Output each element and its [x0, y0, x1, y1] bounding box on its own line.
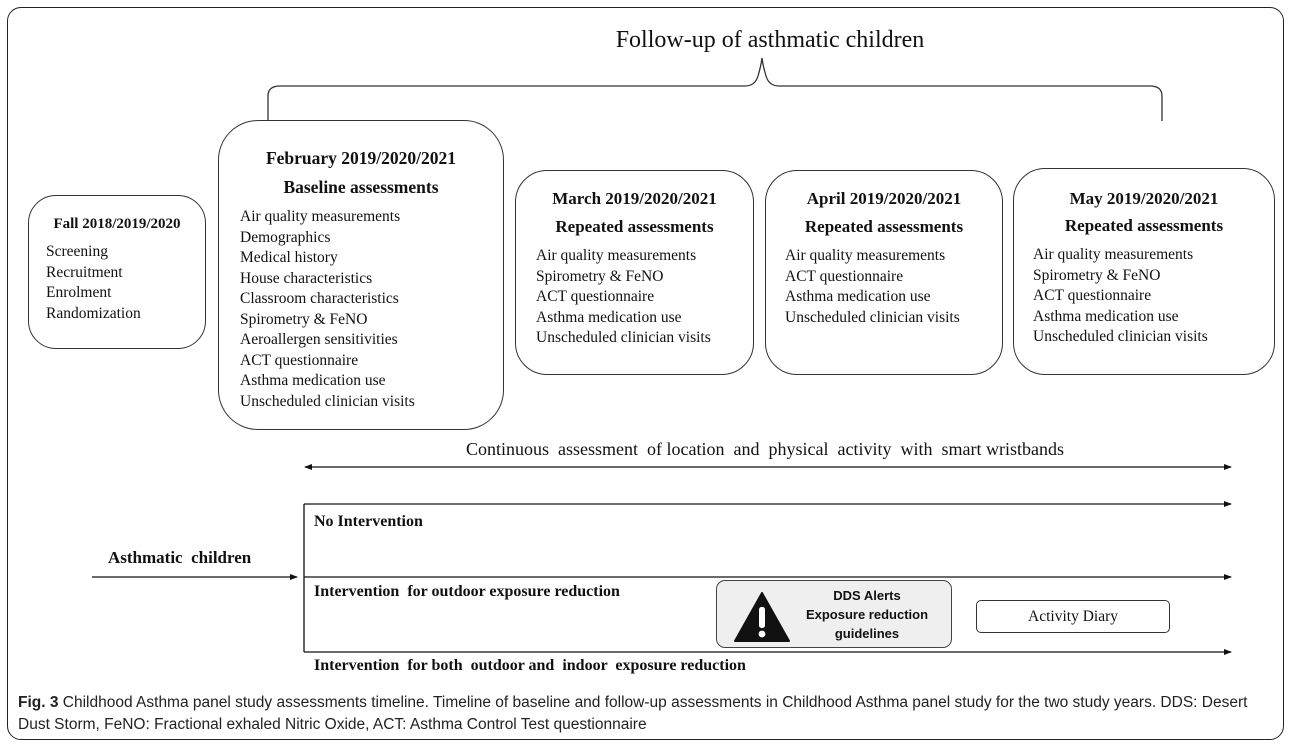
phase-fall-title: Fall 2018/2019/2020	[53, 216, 181, 232]
phase-march-title: March 2019/2020/2021	[552, 189, 717, 208]
phase-item: Spirometry & FeNO	[536, 267, 664, 285]
phase-february-title: February 2019/2020/2021	[265, 148, 457, 168]
phase-item: House characteristics	[240, 269, 373, 287]
phase-item: Air quality measurements	[1033, 246, 1194, 263]
population-label: Asthmatic children	[108, 548, 252, 567]
phase-item: Enrolment	[46, 284, 112, 301]
phase-item: Aeroallergen sensitivities	[240, 331, 398, 348]
dds-alerts-label: DDS Alerts	[833, 588, 901, 603]
phase-may: May 2019/2020/2021 Repeated assessments …	[1013, 168, 1275, 375]
phase-item: Spirometry & FeNO	[240, 310, 368, 328]
phase-item: Classroom characteristics	[240, 290, 399, 307]
phase-item: ACT questionnaire	[785, 267, 904, 285]
phase-item: Recruitment	[46, 263, 123, 281]
phase-item: ACT questionnaire	[240, 351, 359, 369]
continuous-label: Continuous assessment of location and ph…	[466, 439, 1064, 459]
phase-february: February 2019/2020/2021 Baseline assessm…	[218, 120, 504, 430]
phase-item: Asthma medication use	[240, 372, 386, 389]
caption-text: Childhood Asthma panel study assessments…	[18, 694, 1248, 733]
phase-item: Unscheduled clinician visits	[785, 308, 960, 326]
figure-caption: Fig. 3 Childhood Asthma panel study asse…	[18, 692, 1280, 736]
phase-march-subtitle: Repeated assessments	[555, 217, 714, 236]
phase-item: Air quality measurements	[536, 247, 697, 264]
phase-item: Medical history	[240, 249, 338, 266]
follow-up-header: Follow-up of asthmatic children	[615, 27, 925, 53]
phase-item: Unscheduled clinician visits	[240, 392, 415, 410]
dds-alert-box: DDS Alerts Exposure reduction guidelines	[716, 580, 952, 648]
phase-item: Randomization	[46, 304, 141, 322]
phase-april-subtitle: Repeated assessments	[804, 217, 964, 236]
phase-item: Air quality measurements	[240, 208, 401, 225]
phase-april-title: April 2019/2020/2021	[806, 189, 962, 208]
phase-item: Asthma medication use	[1033, 307, 1179, 325]
arm-both: Intervention for both outdoor and indoor…	[314, 657, 746, 674]
phase-may-title: May 2019/2020/2021	[1069, 189, 1219, 208]
phase-item: Unscheduled clinician visits	[536, 329, 711, 346]
phase-item: Spirometry & FeNO	[1033, 266, 1161, 284]
phase-march: March 2019/2020/2021 Repeated assessment…	[515, 170, 754, 375]
phase-item: Unscheduled clinician visits	[1033, 328, 1208, 345]
activity-diary-label: Activity Diary	[1028, 608, 1118, 625]
dds-guidelines-label-2: guidelines	[834, 626, 900, 641]
phase-item: Demographics	[240, 228, 331, 246]
phase-item: Asthma medication use	[785, 288, 931, 305]
caption-label: Fig. 3	[18, 694, 59, 711]
dds-guidelines-label-1: Exposure reduction	[805, 607, 929, 622]
arm-no-intervention: No Intervention	[314, 513, 423, 530]
arm-outdoor: Intervention for outdoor exposure reduct…	[314, 583, 620, 600]
phase-february-subtitle: Baseline assessments	[283, 177, 439, 197]
phase-item: Air quality measurements	[785, 247, 946, 264]
activity-diary-box: Activity Diary	[976, 600, 1170, 633]
follow-up-brace	[267, 57, 1163, 121]
phase-april: April 2019/2020/2021 Repeated assessment…	[765, 170, 1003, 375]
phase-item: Asthma medication use	[536, 308, 682, 326]
phase-item: Screening	[46, 243, 108, 260]
phase-item: ACT questionnaire	[1033, 287, 1152, 304]
warning-icon	[734, 592, 790, 642]
phase-fall: Fall 2018/2019/2020 Screening Recruitmen…	[28, 195, 206, 349]
phase-item: ACT questionnaire	[536, 288, 655, 305]
phase-may-subtitle: Repeated assessments	[1064, 216, 1224, 235]
figure-frame	[7, 7, 1284, 740]
